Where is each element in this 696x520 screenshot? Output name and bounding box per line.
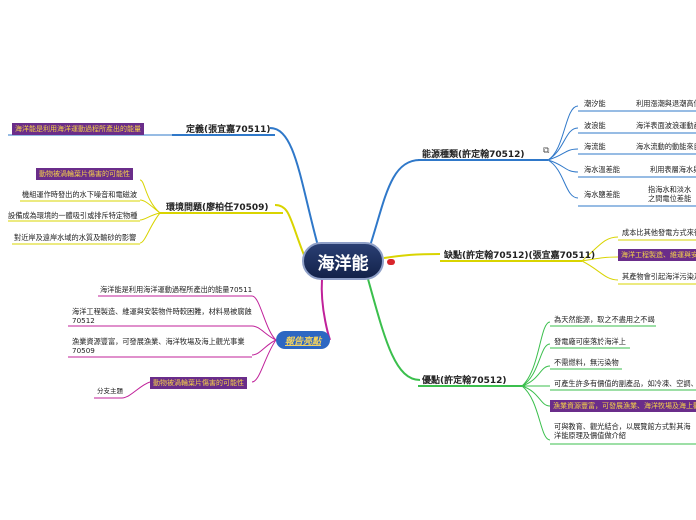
disadvantage-item[interactable]: 成本比其他發電方式來得 — [622, 228, 696, 237]
advantage-item-highlighted[interactable]: 漁業資源豐富，可發展漁業、海洋牧場及海上觀光 — [550, 400, 696, 412]
report-item[interactable]: 漁業資源豐富，可發展漁業、海洋牧場及海上觀光事業70509 — [72, 337, 245, 355]
energy-item-name[interactable]: 波浪能 — [584, 121, 606, 130]
energy-item-name[interactable]: 海流能 — [584, 142, 606, 151]
energy-item-desc[interactable]: 海洋表面波浪運動產生 — [636, 121, 696, 130]
central-topic[interactable]: 海洋能 — [302, 242, 384, 280]
link-energy-sub — [547, 148, 579, 161]
branch-environment[interactable]: 環境問題(廖柏任70509) — [166, 203, 269, 213]
advantage-item[interactable]: 可產生許多有價值的副產品，如冷凍、空調、水 — [554, 379, 696, 388]
advantage-item[interactable]: 發電廠可座落於海洋上 — [554, 337, 626, 346]
red-marker-icon — [387, 259, 395, 265]
link-energy-sub — [547, 159, 579, 173]
branch-report-highlights[interactable]: 報告亮點 — [276, 331, 330, 349]
report-item[interactable]: 海洋工程製造、維運與安裝物件時較困難，材料易被腐蝕70512 — [72, 307, 252, 325]
disadvantage-item-highlighted[interactable]: 海洋工程製造、維運與安 — [618, 249, 696, 261]
branch-disadvantages[interactable]: 缺點(許定翰70512)(張宜嘉70511) — [444, 251, 596, 261]
external-link-icon[interactable]: ⧉ — [543, 146, 550, 156]
energy-item-name[interactable]: 海水溫差能 — [584, 165, 620, 174]
advantage-item[interactable]: 可與教育、觀光結合，以展覽館方式對其海洋能原理及價值做介紹 — [554, 422, 691, 440]
link-definition — [269, 127, 319, 247]
advantage-item[interactable]: 為天然能源，取之不盡用之不竭 — [554, 315, 655, 324]
link-disadvantages — [383, 253, 441, 259]
branch-advantages[interactable]: 優點(許定翰70512) — [422, 376, 507, 386]
definition-item-highlighted[interactable]: 海洋能是利用海洋運動過程所產出的能量 — [12, 123, 144, 135]
link-energy-sub — [547, 105, 579, 161]
energy-item-desc[interactable]: 利用漲潮與退潮高低差 — [636, 99, 696, 108]
environment-item[interactable]: 對近岸及遠岸水域的水質及輸砂的影響 — [14, 233, 137, 242]
environment-item-highlighted[interactable]: 動物被渦輪葉片傷害的可能性 — [36, 168, 133, 180]
link-advantages — [367, 278, 421, 381]
environment-item[interactable]: 設備成為環境的一體吸引或排斥特定物種 — [8, 211, 138, 220]
branch-energy-types[interactable]: 能源種類(許定翰70512) — [422, 150, 525, 160]
link-energy — [369, 159, 421, 247]
link-environment — [274, 204, 305, 256]
report-item-highlighted[interactable]: 動物被渦輪葉片傷害的可能性 — [150, 377, 247, 389]
branch-definition[interactable]: 定義(張宜嘉70511) — [186, 125, 271, 135]
disadvantage-item[interactable]: 其產物會引起海洋污染及 — [622, 272, 696, 281]
environment-item[interactable]: 機組運作時發出的水下噪音和電磁波 — [22, 190, 138, 199]
energy-item-name[interactable]: 海水鹽差能 — [584, 190, 620, 199]
energy-item-desc[interactable]: 海水流動的動能來自 — [636, 142, 696, 151]
energy-item-desc[interactable]: 指海水和淡水之間電位差能 — [648, 185, 692, 203]
energy-item-name[interactable]: 潮汐能 — [584, 99, 606, 108]
energy-item-desc[interactable]: 利用表層海水與 — [650, 165, 696, 174]
advantage-item[interactable]: 不需燃料，無污染物 — [554, 358, 619, 367]
sub-topic[interactable]: 分支主題 — [97, 387, 123, 395]
report-item[interactable]: 海洋能是利用海洋運動過程所產出的能量70511 — [100, 285, 253, 294]
link-energy-sub — [547, 127, 579, 161]
link-energy-sub — [547, 159, 579, 199]
